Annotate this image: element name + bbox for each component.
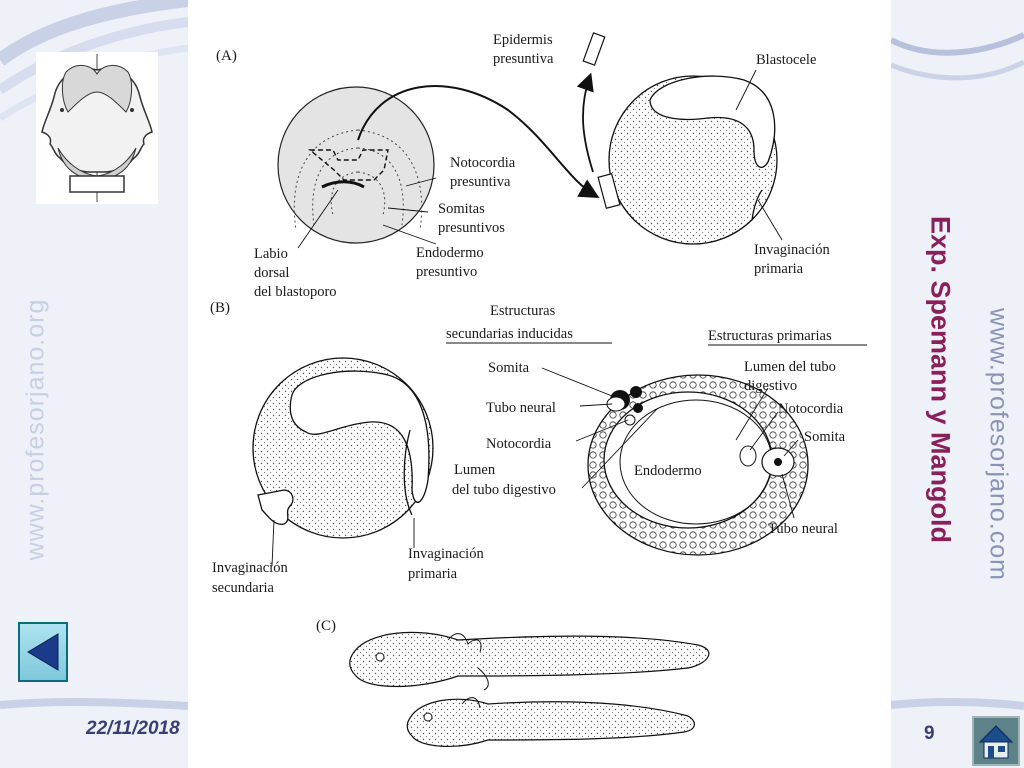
slide-title: Exp. Spemann y Mangold	[925, 215, 956, 544]
label-epidermis: Epidermis	[493, 32, 553, 48]
label-epidermis-2: presuntiva	[493, 51, 554, 67]
section-c-label: (C)	[316, 618, 336, 634]
cross-section	[587, 374, 809, 556]
watermark-right: www.profesorjano.com	[984, 308, 1013, 581]
section-b-label: (B)	[210, 300, 230, 316]
label-labio: Labio	[254, 246, 288, 262]
label-labio-3: del blastoporo	[254, 284, 337, 300]
label-labio-2: dorsal	[254, 265, 289, 281]
header-sec-2: secundarias inducidas	[446, 326, 573, 342]
section-a-label: (A)	[216, 48, 237, 64]
gastrula-b	[252, 357, 434, 539]
home-button[interactable]	[972, 716, 1020, 766]
label-somitas: Somitas	[438, 201, 485, 217]
header-prim: Estructuras primarias	[708, 328, 832, 344]
label-endodermo-b: Endodermo	[634, 463, 702, 479]
label-somitas-2: presuntivos	[438, 220, 505, 236]
triangle-left-icon	[27, 633, 59, 671]
label-tubo-neural-r: Tubo neural	[768, 521, 838, 537]
page-number: 9	[924, 723, 935, 744]
label-invag-primaria-a-2: primaria	[754, 261, 804, 277]
conjoined-larvae	[349, 631, 710, 747]
embryo-diagram: (A)	[210, 32, 867, 747]
gastrula-donor	[277, 86, 435, 244]
back-button[interactable]	[18, 622, 68, 682]
label-lumen-l: Lumen	[454, 462, 496, 478]
label-notocordia-l: Notocordia	[486, 436, 552, 452]
label-blastocele: Blastocele	[756, 52, 816, 68]
slide-date: 22/11/2018	[86, 718, 180, 739]
label-invag-secundaria-2: secundaria	[212, 580, 275, 596]
label-endodermo-2: presuntivo	[416, 264, 477, 280]
label-somita-l: Somita	[488, 360, 530, 376]
label-lumen-l-2: del tubo digestivo	[452, 482, 556, 498]
label-invag-secundaria: Invaginación	[212, 560, 288, 576]
label-invag-primaria-a: Invaginación	[754, 242, 830, 258]
label-endodermo: Endodermo	[416, 245, 484, 261]
watermark-left: www.profesorjano.org	[21, 298, 50, 561]
janus-bust-icon	[41, 54, 153, 202]
diagram-panel: (A)	[188, 0, 891, 768]
label-notocordia: Notocordia	[450, 155, 516, 171]
label-invag-primaria-b: Invaginación	[408, 546, 484, 562]
label-notocordia-2: presuntiva	[450, 174, 511, 190]
label-tubo-neural-l: Tubo neural	[486, 400, 556, 416]
label-lumen-r: Lumen del tubo	[744, 359, 836, 375]
gastrula-host	[597, 75, 778, 245]
label-notocordia-r: Notocordia	[778, 401, 844, 417]
janus-logo	[36, 52, 158, 204]
header-sec-1: Estructuras	[490, 303, 556, 319]
home-icon	[978, 725, 1014, 759]
label-lumen-r-2: digestivo	[744, 378, 797, 394]
label-invag-primaria-b-2: primaria	[408, 566, 458, 582]
label-somita-r: Somita	[804, 429, 846, 445]
